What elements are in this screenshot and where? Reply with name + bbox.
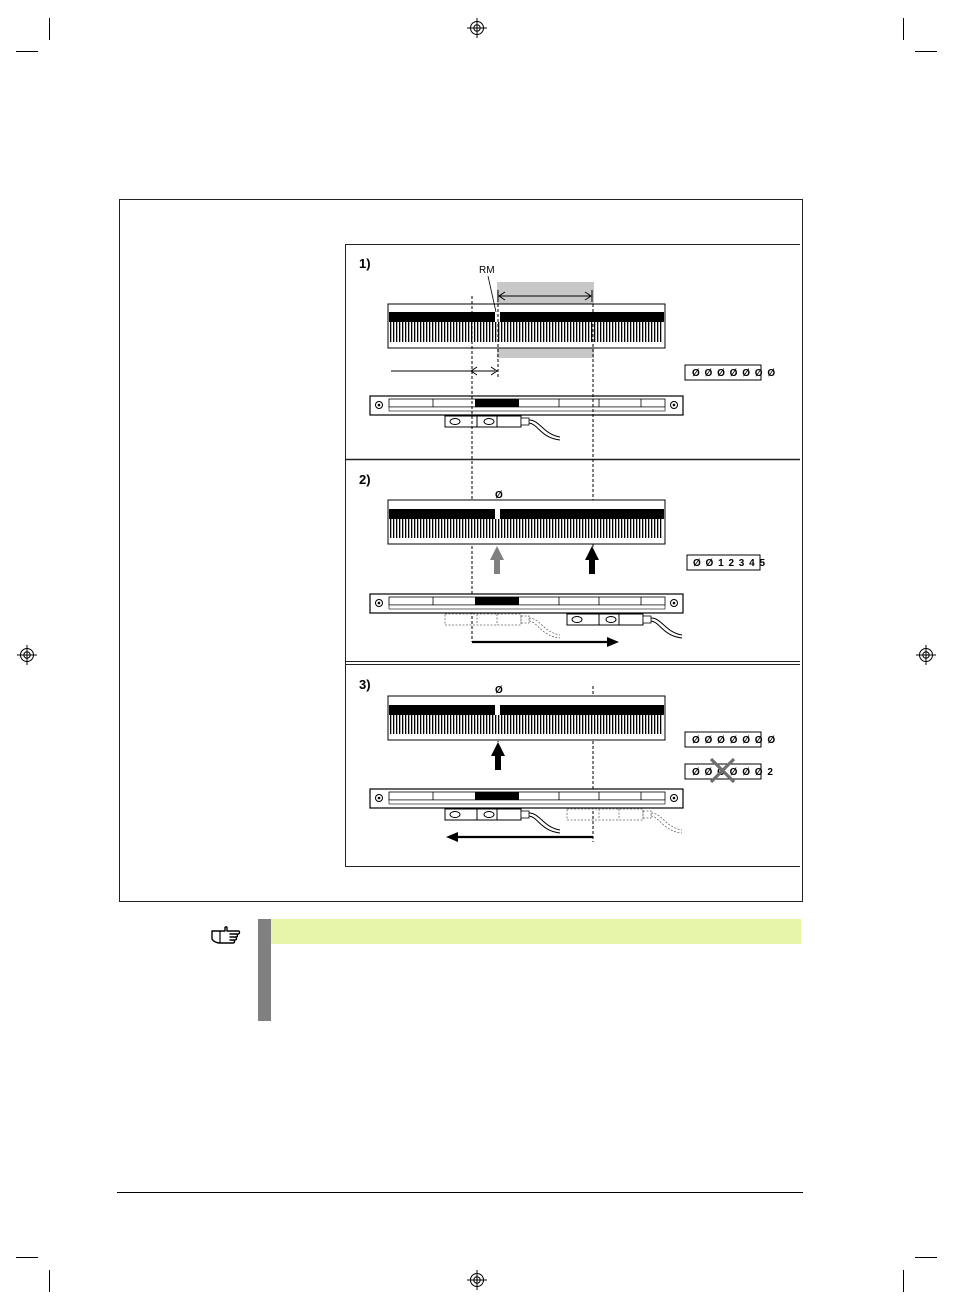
reading-head-cable (650, 617, 683, 636)
step-1-label: 1) (359, 256, 371, 271)
position-display-value: Ø Ø Ø Ø Ø Ø 2 (692, 767, 774, 778)
cross-out-icon (709, 757, 736, 784)
crop-mark-top-right-h (915, 51, 937, 52)
panel-step-2: 2) Ø Ø Ø 1 2 3 4 5 (359, 472, 766, 647)
note-header-band (271, 919, 801, 944)
registration-mark-icon (467, 18, 487, 38)
zero-marker: Ø (495, 490, 503, 501)
position-display (684, 364, 762, 381)
note-side-bar (258, 919, 271, 1021)
position-display-value: Ø Ø Ø Ø Ø Ø Ø (692, 368, 776, 379)
crop-mark-bottom-left-h (16, 1257, 38, 1258)
reference-mark (495, 509, 500, 519)
panel-step-1: 1) RM Ø Ø Ø Ø Ø Ø Ø (359, 256, 776, 441)
reference-mark-label: RM (479, 265, 495, 276)
scale-graduation (390, 322, 663, 342)
figure-frame (119, 199, 803, 902)
step-2-label: 2) (359, 472, 371, 487)
position-display (686, 554, 761, 571)
encoder-black-segment (475, 399, 519, 407)
position-display-value: Ø Ø Ø Ø Ø Ø Ø (692, 735, 776, 746)
registration-mark-icon (916, 645, 936, 665)
black-up-arrow-icon (585, 546, 599, 574)
position-display-value: Ø Ø 1 2 3 4 5 (693, 558, 766, 569)
position-display-correct (684, 731, 762, 748)
crop-mark-top-left-h (16, 51, 38, 52)
rm-leader-line (487, 275, 497, 313)
gray-up-arrow-icon (490, 546, 504, 574)
crop-mark-bottom-left-v (49, 1270, 50, 1292)
registration-mark-icon (17, 645, 37, 665)
scale-reference-track (389, 312, 664, 322)
black-up-arrow-icon (491, 742, 505, 770)
pointing-hand-icon (211, 926, 241, 944)
panel-borders (345, 244, 800, 867)
crop-mark-top-left-v (49, 18, 50, 40)
reading-head (444, 808, 522, 821)
step-3-label: 3) (359, 677, 371, 692)
panel-step-3: 3) Ø Ø Ø Ø Ø Ø Ø Ø Ø Ø Ø Ø Ø Ø 2 (359, 677, 776, 842)
registration-mark-icon (467, 1270, 487, 1290)
reference-mark-figure: 1) RM Ø Ø Ø Ø Ø Ø Ø (345, 244, 800, 867)
footer-rule (117, 1192, 803, 1193)
reading-head (444, 415, 522, 428)
crop-mark-top-right-v (903, 18, 904, 40)
zero-marker: Ø (495, 685, 503, 696)
reading-head-cable (528, 419, 561, 438)
reading-head-previous-position (566, 808, 683, 834)
reading-head-cable (528, 812, 561, 831)
reference-mark (495, 705, 500, 715)
crop-mark-bottom-right-h (915, 1257, 937, 1258)
reading-head (566, 613, 644, 626)
crop-mark-bottom-right-v (903, 1270, 904, 1292)
reading-head-previous-position (444, 613, 561, 639)
